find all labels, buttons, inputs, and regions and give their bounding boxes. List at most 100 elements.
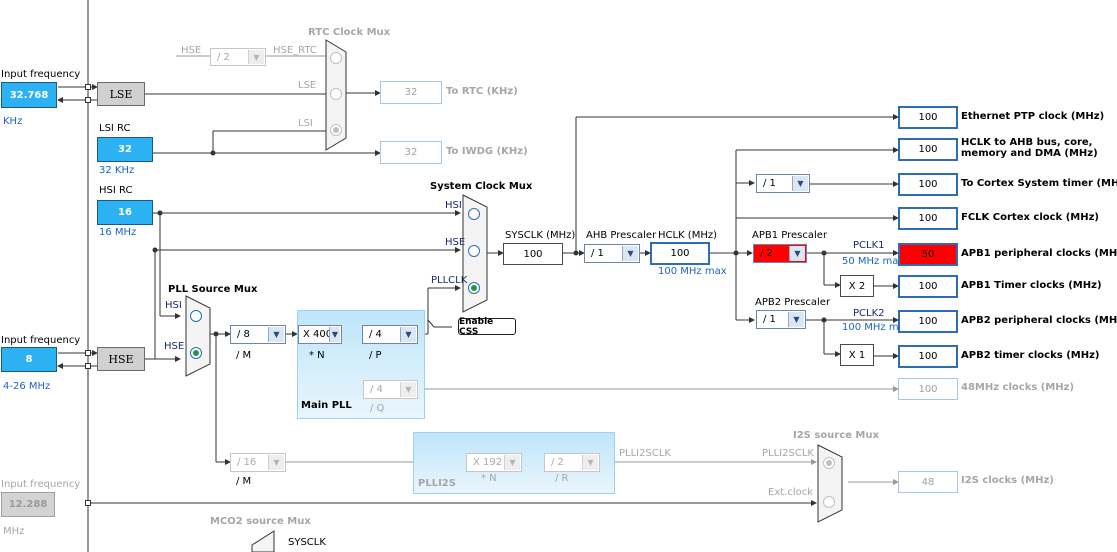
- plli2s-title: PLLI2S: [418, 478, 456, 489]
- chevron-down-icon: ▼: [622, 246, 638, 261]
- ext-clock-frequency-input[interactable]: 12.288: [1, 492, 55, 517]
- apb2-prescaler-value: / 1: [763, 314, 776, 325]
- chevron-down-icon: ▼: [792, 176, 808, 191]
- hclk-max-label: 100 MHz max: [658, 266, 727, 277]
- plli2s-m-value: / 16: [237, 457, 257, 468]
- i2s-output-label: I2S clocks (MHz): [961, 475, 1054, 486]
- hse-frequency-input[interactable]: 8: [1, 347, 57, 372]
- apb1-max-label: 50 MHz max: [842, 256, 905, 267]
- connector: [85, 363, 91, 369]
- hclk-ahb-output-value: 100: [898, 138, 958, 161]
- chevron-down-icon: ▼: [400, 382, 416, 397]
- pclk2-label: PCLK2: [853, 308, 885, 319]
- pll-source-mux-title: PLL Source Mux: [168, 284, 258, 295]
- sysmux-hse-label: HSE: [445, 237, 466, 248]
- apb2-peripheral-output-label: APB2 peripheral clocks (MHz): [961, 315, 1117, 326]
- apb2-prescaler-label: APB2 Prescaler: [755, 297, 831, 308]
- connector: [85, 97, 91, 103]
- hclk-ahb-output-label-line1: HCLK to AHB bus, core,: [961, 137, 1093, 148]
- sysclk-label: SYSCLK (MHz): [505, 230, 576, 241]
- pll-q-divider-select[interactable]: / 4 ▼: [363, 380, 418, 399]
- apb1-peripheral-output-label: APB1 peripheral clocks (MHz): [961, 248, 1117, 259]
- hse-input-frequency-label: Input frequency: [1, 335, 81, 346]
- lse-input-frequency-label: Input frequency: [1, 69, 81, 80]
- plli2s-n-value: X 192: [473, 457, 503, 468]
- lse-oscillator-block: LSE: [97, 82, 145, 106]
- pll-n-value: X 400: [303, 329, 333, 340]
- pll-m-divider-select[interactable]: / 8 ▼: [230, 325, 286, 344]
- chevron-down-icon: ▼: [504, 455, 520, 470]
- lse-unit-label: KHz: [3, 116, 23, 127]
- chevron-down-icon: ▼: [268, 327, 284, 342]
- enable-css-button[interactable]: Enable CSS: [458, 317, 516, 337]
- cortex-timer-divider-select[interactable]: / 1 ▼: [756, 174, 810, 193]
- apb2-timer-output-label: APB2 timer clocks (MHz): [961, 350, 1100, 361]
- plli2s-m-divider-select[interactable]: / 16 ▼: [230, 453, 286, 472]
- apb2-prescaler-select[interactable]: / 1 ▼: [756, 310, 806, 329]
- pll-n-multiplier-select[interactable]: X 400 ▼: [298, 325, 342, 344]
- cortex-timer-output-value: 100: [898, 173, 958, 196]
- mco2-sysclk-label: SYSCLK: [288, 537, 326, 548]
- apb1-peripheral-output-value: 50: [898, 243, 958, 266]
- apb2-max-label: 100 MHz max: [842, 322, 911, 333]
- pll-p-divider-select[interactable]: / 4 ▼: [362, 325, 418, 344]
- cortex-timer-output-label: To Cortex System timer (MHz): [961, 178, 1117, 189]
- sysmux-pllclk-label: PLLCLK: [431, 275, 468, 286]
- apb1-timer-output-value: 100: [898, 275, 958, 298]
- sysmux-pllclk-radio[interactable]: [468, 282, 480, 294]
- pll-q-label: / Q: [370, 403, 385, 414]
- plli2s-r-divider-select[interactable]: / 2 ▼: [544, 453, 600, 472]
- plli2s-n-multiplier-select[interactable]: X 192 ▼: [466, 453, 522, 472]
- hsi-rc-value: 16: [97, 200, 153, 225]
- sysmux-hsi-radio[interactable]: [468, 208, 480, 220]
- apb2-timer-output-value: 100: [898, 345, 958, 368]
- ahb-prescaler-select[interactable]: / 1 ▼: [584, 244, 640, 263]
- fclk-output-value: 100: [898, 207, 958, 230]
- pll-p-label: / P: [369, 350, 382, 361]
- fclk-output-label: FCLK Cortex clock (MHz): [961, 212, 1099, 223]
- ext-input-unit-label: MHz: [3, 526, 25, 537]
- pll-m-label: / M: [236, 350, 252, 361]
- system-clock-mux-title: System Clock Mux: [430, 181, 533, 192]
- rtc-mux-lse-radio[interactable]: [330, 88, 342, 100]
- rtc-hse-divider-value: / 2: [217, 51, 230, 63]
- hse-range-label: 4-26 MHz: [3, 381, 51, 392]
- rtc-output-value: 32: [380, 81, 442, 104]
- i2s-mux-ext-clock-radio[interactable]: [823, 496, 835, 508]
- sysmux-hse-radio[interactable]: [468, 245, 480, 257]
- i2s-mux-plli2sclk-radio[interactable]: [823, 457, 835, 469]
- rtc-lsi-label: LSI: [298, 118, 313, 129]
- rtc-hse-label: HSE: [181, 45, 202, 56]
- apb1-prescaler-label: APB1 Prescaler: [752, 230, 828, 241]
- lse-frequency-input[interactable]: 32.768: [1, 82, 57, 108]
- rtc-mux-hse-radio[interactable]: [330, 52, 342, 64]
- cortex-timer-divider-value: / 1: [763, 178, 776, 189]
- rtc-hse-divider-select[interactable]: / 2 ▼: [210, 48, 266, 66]
- i2s-output-value: 48: [898, 471, 958, 493]
- rtc-mux-lsi-radio[interactable]: [330, 124, 342, 136]
- ahb-prescaler-label: AHB Prescaler: [586, 230, 657, 241]
- hsi-rc-title: HSI RC: [99, 185, 133, 196]
- chevron-down-icon: ▼: [788, 312, 804, 327]
- pll-q-value: / 4: [370, 384, 383, 395]
- chevron-down-icon: ▼: [329, 327, 340, 342]
- apb2-peripheral-output-value: 100: [898, 310, 958, 333]
- iwdg-output-label: To IWDG (KHz): [446, 146, 528, 157]
- chevron-down-icon: ▼: [248, 50, 264, 64]
- pllsrc-hse-label: HSE: [164, 341, 185, 352]
- usb48-output-value: 100: [898, 378, 958, 400]
- apb2-timer-multiplier: X 1: [840, 344, 874, 366]
- mco2-mux-shape: [251, 530, 275, 552]
- mco2-source-mux-title: MCO2 source Mux: [210, 516, 311, 527]
- rtc-lse-label: LSE: [298, 80, 317, 91]
- pllsrc-hse-radio[interactable]: [190, 347, 202, 359]
- hclk-input[interactable]: 100: [650, 242, 710, 265]
- chevron-down-icon: ▼: [400, 327, 416, 342]
- apb1-prescaler-select[interactable]: / 2 ▼: [753, 244, 807, 263]
- pllsrc-hsi-label: HSI: [165, 300, 182, 311]
- pll-source-mux-shape: [185, 295, 211, 377]
- apb1-timer-multiplier: X 2: [840, 275, 874, 297]
- sysclk-value: 100: [503, 243, 563, 265]
- i2s-mux-plli2sclk-label: PLLI2SCLK: [762, 448, 814, 459]
- pllsrc-hsi-radio[interactable]: [190, 310, 202, 322]
